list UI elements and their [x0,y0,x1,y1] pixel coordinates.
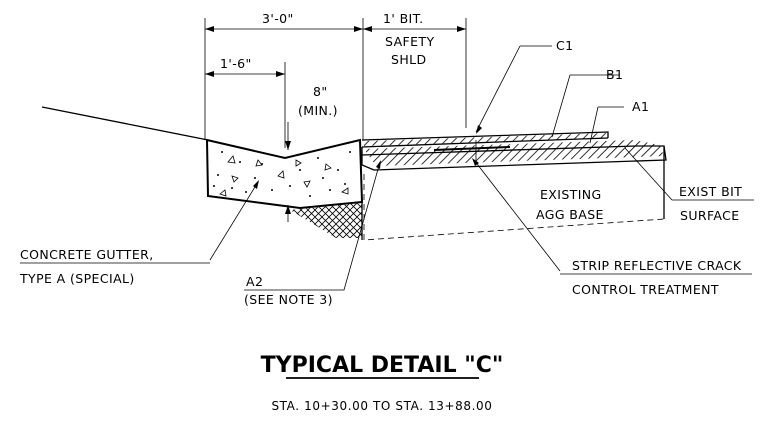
concrete-gutter [205,138,364,210]
a2-note-label: (SEE NOTE 3) [244,292,333,307]
detail-title: TYPICAL DETAIL "C" [261,353,504,378]
layer-label-b1: B1 [606,67,623,82]
subgrade-hatch [290,203,362,238]
concrete-triangle-marks [219,155,349,197]
depth-label: 8" [313,84,328,99]
concrete-aggregate-marks [213,151,351,197]
strip-callout-line1: STRIP REFLECTIVE CRACK [572,258,742,273]
shoulder-label-line3: SHLD [391,52,427,67]
dimension-lines [204,18,467,222]
layer-label-a2: A2 [246,274,263,289]
overall-width-label: 3'-0" [262,11,294,26]
existing-base-label-line2: AGG BASE [536,207,604,222]
shoulder-label-line1: 1' BIT. [383,11,424,26]
exist-bit-label-line1: EXIST BIT [679,184,742,199]
strip-callout-line2: CONTROL TREATMENT [572,282,719,297]
shoulder-label-line2: SAFETY [385,34,434,49]
existing-base-label-line1: EXISTING [540,187,602,202]
bituminous-layers [361,131,667,219]
depth-note-label: (MIN.) [298,103,338,118]
gutter-width-label: 1'-6" [220,56,252,71]
gutter-callout-line1: CONCRETE GUTTER, [20,247,154,262]
station-range: STA. 10+30.00 TO STA. 13+88.00 [271,399,492,413]
gutter-callout-line2: TYPE A (SPECIAL) [19,271,135,286]
existing-agg-base-outline [363,174,665,241]
leader-lines [20,45,754,291]
exist-bit-label-line2: SURFACE [680,208,740,223]
ground-slope-line [41,106,209,141]
layer-label-a1: A1 [632,99,649,114]
layer-label-c1: C1 [556,38,573,53]
